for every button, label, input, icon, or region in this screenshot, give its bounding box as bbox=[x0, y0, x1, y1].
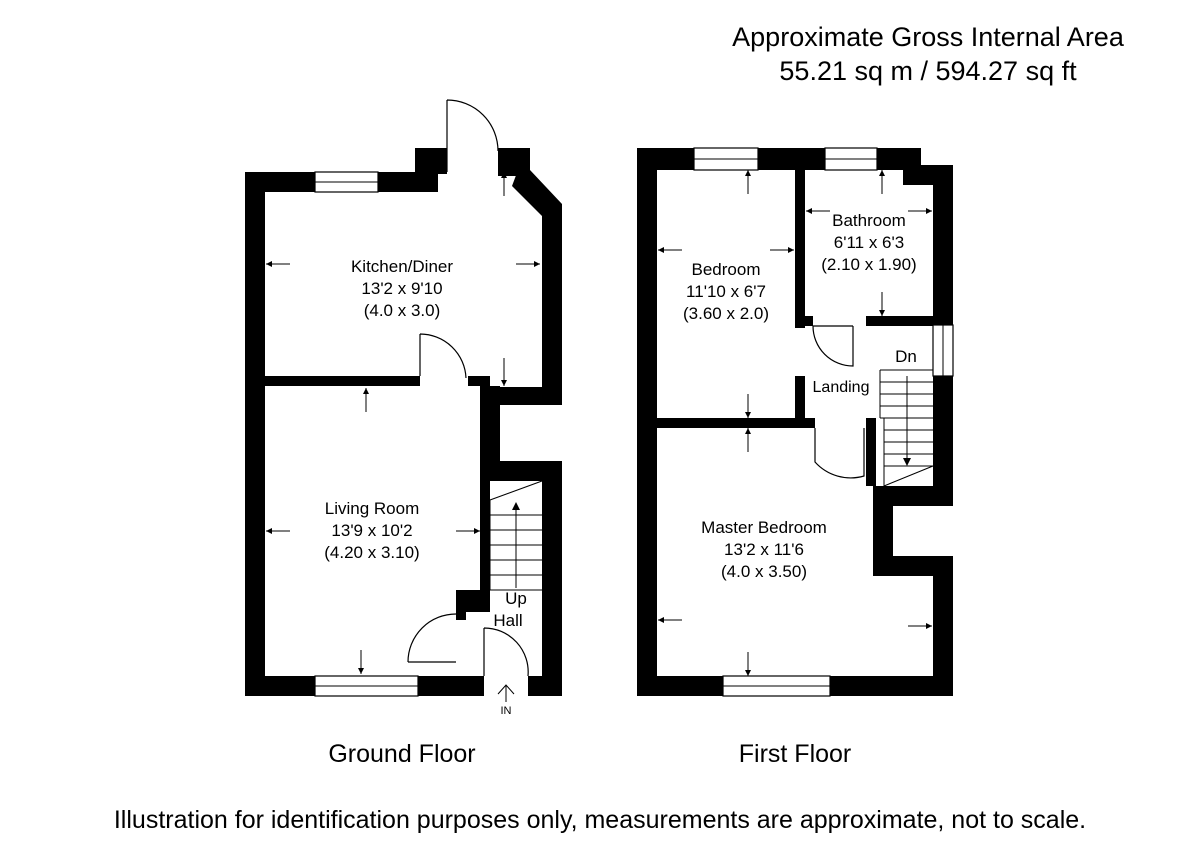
ff-door-bedroom bbox=[814, 428, 865, 479]
ff-wall-stair-left bbox=[866, 418, 876, 486]
living-imperial: 13'9 x 10'2 bbox=[331, 521, 412, 540]
ff-wall-left bbox=[637, 148, 657, 696]
gf-door-kitchen-living bbox=[419, 333, 467, 379]
gf-wall-bottom-left bbox=[245, 676, 315, 696]
living-metric: (4.20 x 3.10) bbox=[324, 543, 419, 562]
ff-wall-right-mid bbox=[933, 376, 953, 506]
gf-wall-hall-upper bbox=[480, 386, 500, 461]
bathroom-metric: (2.10 x 1.90) bbox=[821, 255, 916, 274]
gf-staircase bbox=[489, 480, 543, 591]
ff-wall-bed-bath bbox=[795, 170, 805, 328]
entrance-arrow-icon bbox=[497, 684, 515, 702]
kitchen-name: Kitchen/Diner bbox=[351, 257, 453, 276]
gf-wall-bottom-mid bbox=[418, 676, 484, 696]
kitchen-imperial: 13'2 x 9'10 bbox=[361, 279, 442, 298]
first-floor-plan: Bedroom 11'10 x 6'7 (3.60 x 2.0) Bathroo… bbox=[637, 147, 954, 697]
stairs-down-label: Dn bbox=[895, 347, 917, 366]
gf-wall-divider-right bbox=[468, 376, 490, 386]
master-bedroom-metric: (4.0 x 3.50) bbox=[721, 562, 807, 581]
area-title-line2: 55.21 sq m / 594.27 sq ft bbox=[779, 56, 1077, 86]
bedroom-metric: (3.60 x 2.0) bbox=[683, 304, 769, 323]
gf-wall-top-left bbox=[245, 172, 315, 192]
bathroom-imperial: 6'11 x 6'3 bbox=[834, 233, 904, 252]
ff-wall-top-mid bbox=[758, 148, 825, 170]
area-title: Approximate Gross Internal Area 55.21 sq… bbox=[688, 20, 1168, 88]
ff-wall-bed-bath-low bbox=[795, 376, 805, 420]
ff-door-bathroom bbox=[812, 325, 854, 367]
ff-staircase bbox=[879, 369, 934, 487]
ff-wall-bath-bottom bbox=[805, 316, 813, 326]
ff-wall-bed-master bbox=[657, 418, 815, 428]
ff-wall-top-right bbox=[877, 148, 921, 170]
ff-wall-right-lower bbox=[933, 556, 953, 696]
living-name: Living Room bbox=[325, 499, 420, 518]
gf-wall-notch-left bbox=[415, 148, 447, 174]
bathroom-name: Bathroom bbox=[832, 211, 906, 230]
hall-name: Hall bbox=[493, 611, 522, 630]
area-title-line1: Approximate Gross Internal Area bbox=[732, 22, 1124, 52]
ff-wall-bottom-right bbox=[830, 676, 953, 696]
landing-name: Landing bbox=[813, 379, 870, 396]
gf-wall-divider-left bbox=[265, 376, 420, 386]
entrance-label: IN bbox=[501, 705, 512, 717]
master-bedroom-imperial: 13'2 x 11'6 bbox=[724, 540, 804, 559]
ff-wall-right-jog-v bbox=[873, 486, 893, 576]
gf-wall-angled bbox=[512, 170, 562, 405]
gf-wall-hall-step bbox=[480, 461, 562, 481]
gf-door-living-hall bbox=[407, 613, 457, 663]
disclaimer: Illustration for identification purposes… bbox=[113, 806, 1087, 834]
gf-wall-kitchen-bottom-right bbox=[480, 387, 562, 405]
gf-dimension-arrows bbox=[266, 172, 540, 674]
gf-wall-left bbox=[245, 172, 265, 696]
stairs-up-label: Up bbox=[505, 589, 527, 608]
ff-wall-top-left bbox=[637, 148, 694, 170]
kitchen-metric: (4.0 x 3.0) bbox=[364, 301, 441, 320]
gf-door-kitchen-back bbox=[446, 99, 499, 172]
gf-wall-hall-jog-down bbox=[456, 590, 466, 620]
bedroom-imperial: 11'10 x 6'7 bbox=[686, 282, 766, 301]
gf-wall-hall-inner bbox=[480, 461, 490, 593]
ground-floor-label: Ground Floor bbox=[328, 740, 476, 768]
gf-wall-top-mid bbox=[378, 172, 438, 192]
master-bedroom-name: Master Bedroom bbox=[701, 518, 827, 537]
gf-wall-bottom-right bbox=[528, 676, 562, 696]
ff-wall-bath-bottom-right bbox=[866, 316, 933, 326]
gf-door-front bbox=[483, 627, 529, 677]
ff-wall-right-upper bbox=[933, 165, 953, 325]
ground-floor-plan: Kitchen/Diner 13'2 x 9'10 (4.0 x 3.0) Li… bbox=[245, 99, 562, 717]
bedroom-name: Bedroom bbox=[692, 260, 761, 279]
ff-dimension-arrows bbox=[658, 170, 932, 676]
first-floor-label: First Floor bbox=[738, 740, 852, 768]
gf-wall-hall-right bbox=[542, 461, 562, 696]
ff-wall-bottom-left bbox=[637, 676, 723, 696]
